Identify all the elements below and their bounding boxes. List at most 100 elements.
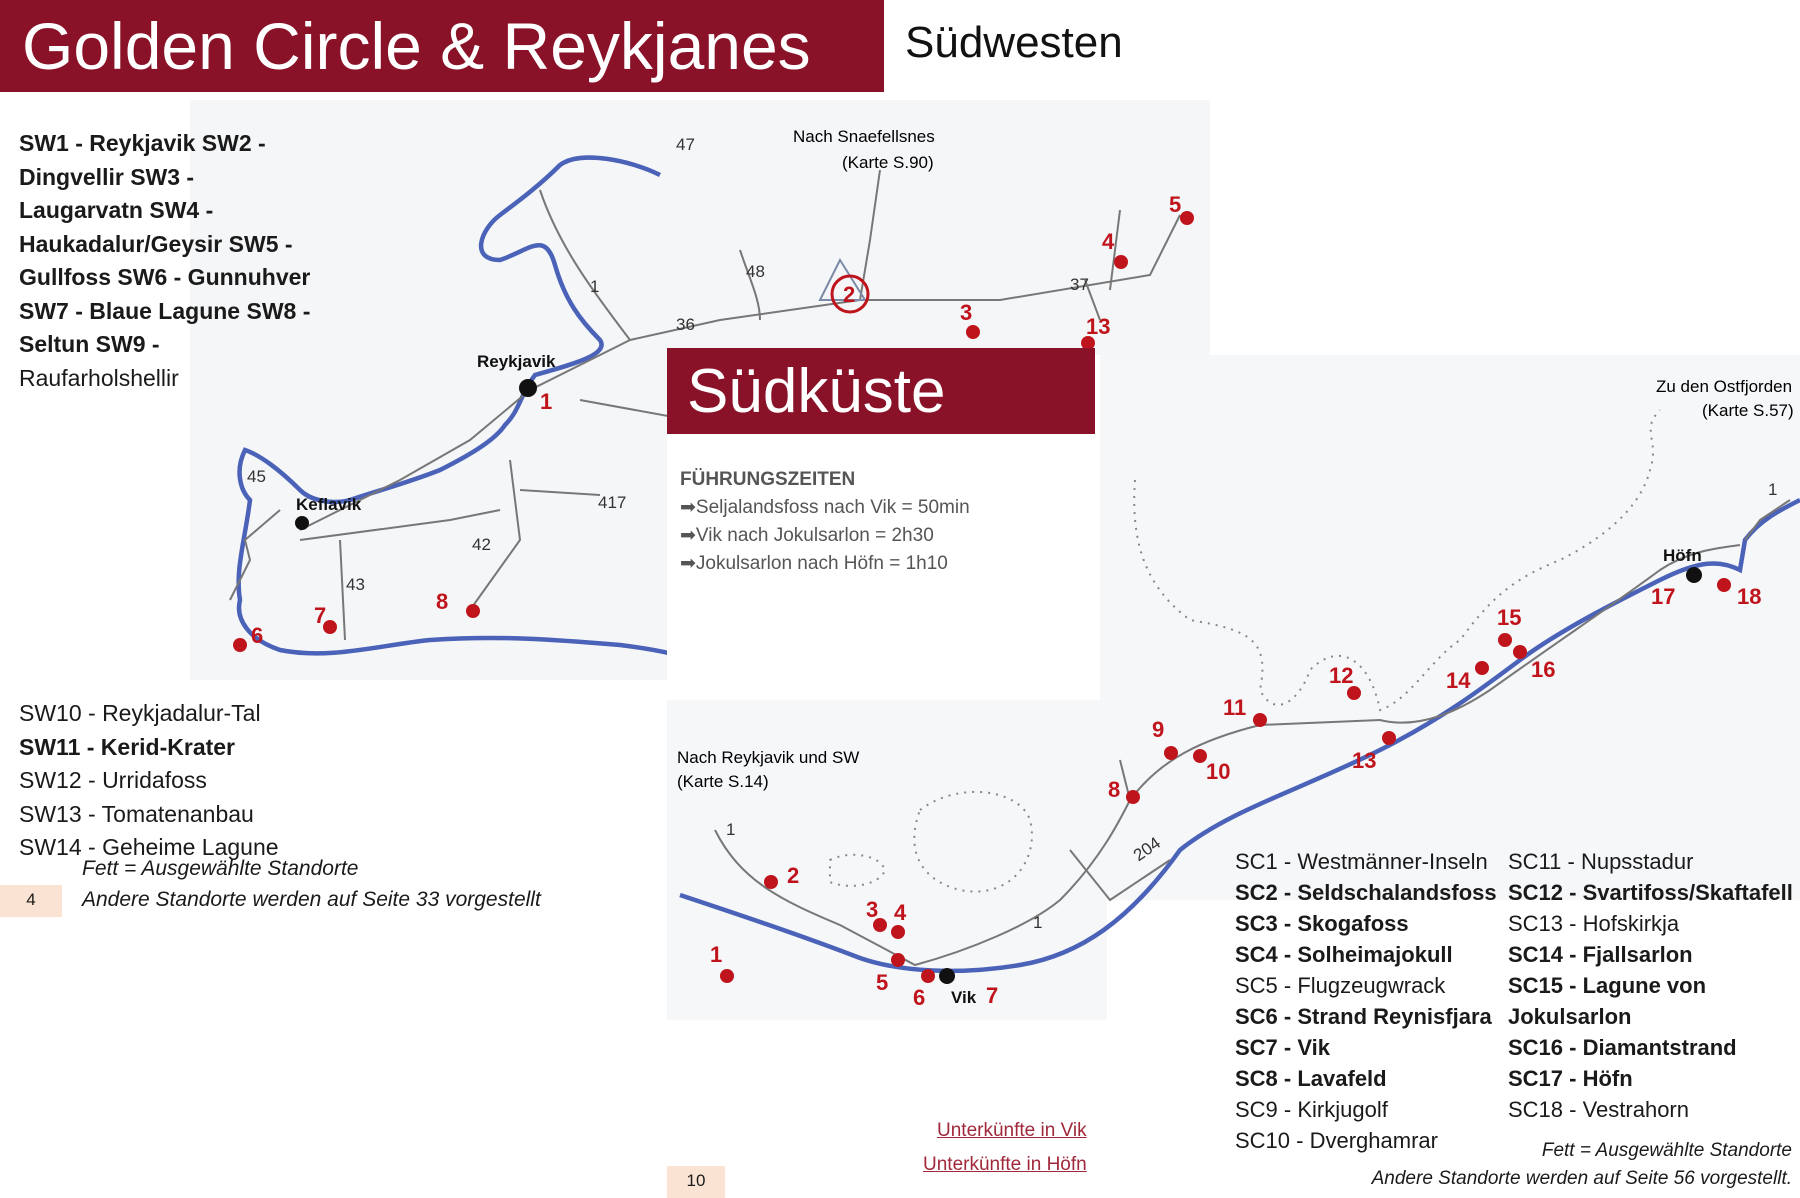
travel-time-row: ➡Seljalandsfoss nach Vik = 50min — [680, 497, 970, 518]
road-number: 37 — [1070, 275, 1089, 294]
map-note-ostfjorden: Zu den Ostfjorden — [1656, 377, 1792, 396]
list-line: SW13 - Tomatenanbau — [19, 800, 254, 827]
poi-sc8: 8 — [1108, 777, 1120, 802]
list-line: SC18 - Vestrahorn — [1508, 1097, 1689, 1122]
road-number: 43 — [346, 575, 365, 594]
poi-sw3: 3 — [960, 300, 972, 325]
poi-sc14: 14 — [1446, 668, 1471, 693]
road-number: 417 — [598, 493, 626, 512]
map-note-reykjavik: Nach Reykjavik und SW — [677, 748, 859, 767]
list-line: SW7 - Blaue Lagune SW8 - — [19, 297, 311, 324]
poi-sw4: 4 — [1102, 229, 1115, 254]
southwest-note-bold: Fett = Ausgewählte Standorte — [82, 857, 359, 880]
list-line: Dingvellir SW3 - — [19, 163, 195, 190]
poi-sw1: 1 — [540, 389, 552, 414]
link-accommodation-hofn[interactable]: Unterkünfte in Höfn — [923, 1154, 1087, 1175]
arrow-right-icon: ➡ — [680, 525, 696, 546]
road-number: 1 — [1033, 913, 1042, 932]
list-line: SC6 - Strand Reynisfjara — [1235, 1004, 1492, 1029]
list-line: Gullfoss SW6 - Gunnuhver — [19, 264, 311, 290]
poi-sc11: 11 — [1223, 695, 1246, 720]
poi-sc15: 15 — [1497, 605, 1521, 630]
map-note-snaefellsnes-page: (Karte S.90) — [842, 153, 934, 172]
map-note-snaefellsnes: Nach Snaefellsnes — [793, 127, 935, 146]
road-number: 36 — [676, 315, 695, 334]
poi-sc13: 13 — [1352, 748, 1376, 773]
link-accommodation-vik[interactable]: Unterkünfte in Vik — [937, 1120, 1087, 1141]
road-number: 47 — [676, 135, 695, 154]
list-line: SC11 - Nupsstadur — [1508, 849, 1694, 874]
travel-times: FÜHRUNGSZEITEN ➡Seljalandsfoss nach Vik … — [680, 466, 970, 578]
southcoast-note-other: Andere Standorte werden auf Seite 56 vor… — [1371, 1168, 1792, 1189]
southwest-list-b: SW10 - Reykjadalur-Tal SW11 - Kerid-Krat… — [19, 697, 279, 865]
road-number: 1 — [1768, 480, 1777, 499]
list-line: SC4 - Solheimajokull — [1235, 942, 1453, 967]
southcoast-map: 1 204 1 1 Vik Höfn 1 2 3 4 5 6 7 8 9 10 … — [667, 355, 1800, 1020]
list-line: SW1 - Reykjavik SW2 - — [19, 130, 266, 156]
poi-sw5: 5 — [1169, 192, 1181, 217]
list-line: SW12 - Urridafoss — [19, 767, 207, 793]
poi-sc6: 6 — [913, 985, 925, 1010]
town-vik: Vik — [951, 988, 977, 1007]
list-line: SW11 - Kerid-Krater — [19, 733, 236, 760]
southwest-title-banner: Golden Circle & Reykjanes — [0, 0, 884, 92]
town-keflavik: Keflavik — [296, 495, 362, 514]
poi-sw8: 8 — [436, 589, 448, 614]
poi-sc3: 3 — [866, 897, 878, 922]
list-line: SC16 - Diamantstrand — [1508, 1035, 1737, 1060]
list-line: SC13 - Hofskirkja — [1508, 911, 1680, 936]
arrow-right-icon: ➡ — [680, 497, 696, 518]
list-line: Jokulsarlon — [1508, 1004, 1632, 1029]
list-line: Raufarholshellir — [19, 364, 179, 391]
list-line: SC8 - Lavafeld — [1235, 1066, 1387, 1091]
poi-sw6: 6 — [251, 623, 263, 648]
town-hofn: Höfn — [1663, 546, 1702, 565]
poi-sc2: 2 — [787, 863, 799, 888]
southcoast-note-bold: Fett = Ausgewählte Standorte — [1541, 1140, 1792, 1161]
poi-sc16: 16 — [1531, 657, 1555, 682]
travel-time-row: ➡Vik nach Jokulsarlon = 2h30 — [680, 525, 934, 546]
map-note-ostfjorden-page: (Karte S.57) — [1702, 401, 1794, 420]
list-line: SW10 - Reykjadalur-Tal — [19, 700, 261, 726]
southwest-list-a: SW1 - Reykjavik SW2 - Dingvellir SW3 - L… — [19, 127, 319, 395]
town-reykjavik: Reykjavik — [477, 352, 556, 371]
travel-time-row: ➡Jokulsarlon nach Höfn = 1h10 — [680, 553, 948, 574]
list-line: SW14 - Geheime Lagune — [19, 834, 279, 860]
poi-sc9: 9 — [1152, 717, 1164, 742]
list-line: SC7 - Vik — [1235, 1035, 1330, 1060]
poi-sc5: 5 — [876, 970, 888, 995]
poi-sc12: 12 — [1329, 663, 1353, 688]
southcoast-title-banner: Südküste — [667, 348, 1095, 434]
list-line: SC15 - Lagune von — [1508, 973, 1707, 998]
arrow-right-icon: ➡ — [680, 553, 696, 574]
poi-sw13: 13 — [1086, 314, 1110, 339]
southwest-subtitle: Südwesten — [905, 18, 1123, 67]
southwest-title: Golden Circle & Reykjanes — [22, 9, 811, 83]
list-line: SC5 - Flugzeugwrack — [1235, 973, 1446, 998]
road-number: 1 — [590, 277, 599, 296]
list-line: SC12 - Svartifoss/Skaftafell — [1508, 880, 1793, 905]
poi-sw2: 2 — [843, 282, 855, 307]
travel-times-heading: FÜHRUNGSZEITEN — [680, 469, 856, 490]
poi-sc4: 4 — [894, 900, 907, 925]
map-note-reykjavik-page: (Karte S.14) — [677, 772, 769, 791]
road-number: 48 — [746, 262, 765, 281]
list-line: Seltun SW9 - — [19, 331, 160, 357]
southcoast-list-left: SC1 - Westmänner-Inseln SC2 - Seldschala… — [1235, 846, 1497, 1156]
southcoast-page-number: 10 — [667, 1166, 725, 1198]
list-line: SC3 - Skogafoss — [1235, 911, 1409, 936]
southcoast-title: Südküste — [687, 356, 946, 426]
poi-sc7: 7 — [986, 983, 998, 1008]
list-line: SC9 - Kirkjugolf — [1235, 1097, 1388, 1122]
list-line: SC2 - Seldschalandsfoss — [1235, 880, 1497, 905]
poi-sc18: 18 — [1737, 584, 1761, 609]
road-number: 45 — [247, 467, 266, 486]
list-line: Laugarvatn SW4 - — [19, 197, 214, 223]
list-line: SC17 - Höfn — [1508, 1066, 1633, 1091]
road-number: 42 — [472, 535, 491, 554]
list-line: SC1 - Westmänner-Inseln — [1235, 849, 1488, 874]
list-line: SC10 - Dverghamrar — [1235, 1128, 1438, 1153]
list-line: Haukadalur/Geysir SW5 - — [19, 230, 293, 257]
southwest-page-number: 4 — [0, 885, 62, 917]
poi-sc10: 10 — [1206, 759, 1230, 784]
